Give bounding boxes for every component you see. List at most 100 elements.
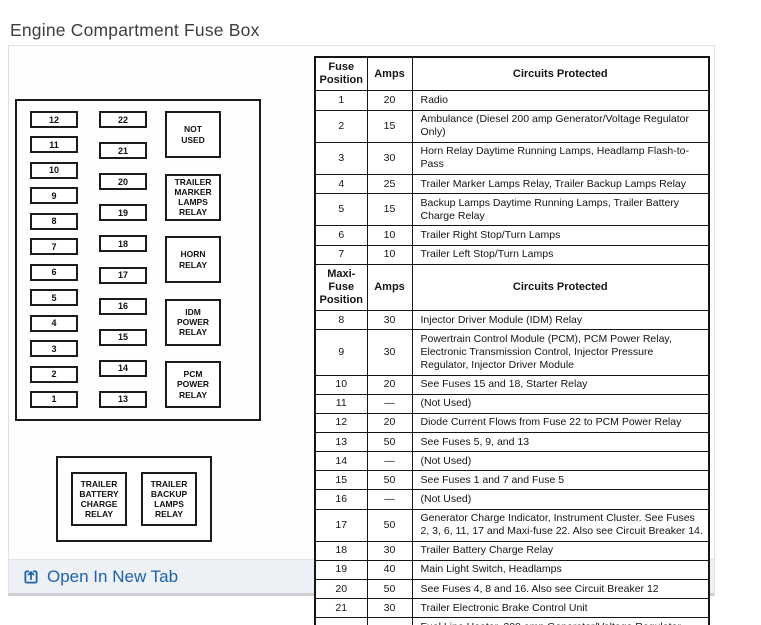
table-row: 22 20 Fuel Line Heater, 200 amp Generato… — [314, 617, 710, 625]
fuse-box: 15 — [99, 328, 147, 346]
trailer-relay-box: TRAILER BATTERY CHARGE RELAY TRAILER BACK… — [56, 456, 212, 542]
table-row: 5 15 Backup Lamps Daytime Running Lamps,… — [314, 193, 710, 227]
circuits-protected-header: Circuits Protected — [411, 263, 710, 312]
fuse-position-cell: 8 — [314, 310, 368, 331]
amps-cell: 10 — [366, 225, 413, 246]
table-row: 19 40 Main Light Switch, Headlamps — [314, 559, 710, 581]
circuits-cell: Diode Current Flows from Fuse 22 to PCM … — [411, 412, 710, 434]
table-row: 12 20 Diode Current Flows from Fuse 22 t… — [314, 412, 710, 434]
circuits-cell: Trailer Marker Lamps Relay, Trailer Back… — [411, 173, 710, 195]
fuse-position-cell: 18 — [314, 540, 368, 561]
fuse-box: 8 — [30, 212, 78, 230]
fuse-position-cell: 17 — [314, 508, 368, 542]
fuse-box: 10 — [30, 161, 78, 179]
amps-cell: 20 — [366, 617, 413, 625]
fuse-box: 9 — [30, 187, 78, 205]
fuse-position-cell: 22 — [314, 617, 368, 625]
fuse-box: 1 — [30, 390, 78, 408]
open-in-new-tab-label: Open In New Tab — [47, 566, 179, 586]
circuits-cell: Main Light Switch, Headlamps — [411, 559, 710, 581]
open-in-new-tab-icon — [22, 568, 40, 586]
table-row: 13 50 See Fuses 5, 9, and 13 — [314, 432, 710, 453]
fuse-box: 12 — [30, 111, 78, 128]
relay-box: HORN RELAY — [165, 236, 221, 283]
fuse-position-cell: 9 — [314, 329, 368, 376]
maxi-fuse-header-row: Maxi-Fuse Position Amps Circuits Protect… — [314, 263, 710, 312]
table-row: 6 10 Trailer Right Stop/Turn Lamps — [314, 225, 710, 246]
amps-cell: — — [366, 489, 413, 510]
fuse-box: 13 — [99, 390, 147, 408]
fuse-box: 17 — [99, 266, 147, 284]
amps-cell: 20 — [366, 374, 413, 395]
amps-cell: 30 — [366, 598, 413, 619]
relay-box: TRAILER BACKUP LAMPS RELAY — [141, 472, 197, 526]
fuse-box: 14 — [99, 359, 147, 377]
table-row: 8 30 Injector Driver Module (IDM) Relay — [314, 310, 710, 331]
fuse-position-cell: 16 — [314, 489, 368, 510]
circuits-cell: Generator Charge Indicator, Instrument C… — [411, 508, 710, 542]
fuse-box: 19 — [99, 204, 147, 222]
amps-cell: 15 — [366, 193, 413, 227]
maxi-fuse-position-header: Maxi-Fuse Position — [314, 263, 368, 312]
circuits-cell: (Not Used) — [411, 451, 710, 472]
amps-cell: — — [366, 393, 413, 414]
table-row: 2 15 Ambulance (Diesel 200 amp Generator… — [314, 109, 710, 143]
fuse-position-header: Fuse Position — [314, 56, 368, 92]
amps-cell: 15 — [366, 109, 413, 143]
table-row: 9 30 Powertrain Control Module (PCM), PC… — [314, 329, 710, 376]
amps-cell: 25 — [366, 173, 413, 195]
table-row: 21 30 Trailer Electronic Brake Control U… — [314, 598, 710, 619]
relay-box: NOT USED — [165, 111, 221, 158]
table-row: 7 10 Trailer Left Stop/Turn Lamps — [314, 244, 710, 265]
fuse-position-cell: 15 — [314, 470, 368, 491]
relay-box: TRAILER BATTERY CHARGE RELAY — [71, 472, 127, 526]
fuse-box: 5 — [30, 289, 78, 307]
table-header-row: Fuse Position Amps Circuits Protected — [314, 56, 710, 92]
circuits-cell: See Fuses 15 and 18, Starter Relay — [411, 374, 710, 395]
amps-cell: 30 — [366, 310, 413, 331]
fuse-box: 21 — [99, 142, 147, 160]
relay-box: IDM POWER RELAY — [165, 298, 221, 346]
fuse-position-cell: 2 — [314, 109, 368, 143]
page-title: Engine Compartment Fuse Box — [10, 20, 260, 40]
fuse-box: 11 — [30, 136, 78, 154]
amps-cell: — — [366, 451, 413, 472]
circuits-cell: Horn Relay Daytime Running Lamps, Headla… — [411, 141, 710, 176]
table-row: 1 20 Radio — [314, 90, 710, 111]
amps-header: Amps — [366, 263, 413, 312]
circuits-cell: Trailer Left Stop/Turn Lamps — [411, 244, 710, 265]
table-row: 18 30 Trailer Battery Charge Relay — [314, 540, 710, 561]
table-row: 10 20 See Fuses 15 and 18, Starter Relay — [314, 374, 710, 395]
circuits-cell: Trailer Right Stop/Turn Lamps — [411, 225, 710, 246]
circuits-cell: Fuel Line Heater, 200 amp Generator/Volt… — [411, 617, 710, 625]
table-row: 4 25 Trailer Marker Lamps Relay, Trailer… — [314, 173, 710, 195]
amps-cell: 50 — [366, 579, 413, 600]
table-row: 16 — (Not Used) — [314, 489, 710, 510]
circuits-cell: (Not Used) — [411, 393, 710, 414]
table-row: 20 50 See Fuses 4, 8 and 16. Also see Ci… — [314, 579, 710, 600]
fuse-position-cell: 19 — [314, 559, 368, 581]
circuits-cell: Backup Lamps Daytime Running Lamps, Trai… — [411, 193, 710, 227]
fuse-box: 7 — [30, 238, 78, 256]
amps-cell: 20 — [366, 412, 413, 434]
circuits-cell: See Fuses 1 and 7 and Fuse 5 — [411, 470, 710, 491]
amps-cell: 20 — [366, 90, 413, 111]
fuse-position-cell: 10 — [314, 374, 368, 395]
fuse-position-cell: 20 — [314, 579, 368, 600]
fuse-position-cell: 7 — [314, 244, 368, 265]
open-in-new-tab-link[interactable]: Open In New Tab — [22, 567, 178, 587]
fuse-box: 18 — [99, 235, 147, 253]
amps-cell: 40 — [366, 559, 413, 581]
circuits-cell: Trailer Electronic Brake Control Unit — [411, 598, 710, 619]
circuits-cell: Injector Driver Module (IDM) Relay — [411, 310, 710, 331]
fuse-position-cell: 5 — [314, 193, 368, 227]
amps-cell: 30 — [366, 329, 413, 376]
fuse-position-cell: 6 — [314, 225, 368, 246]
table-row: 11 — (Not Used) — [314, 393, 710, 414]
fuse-position-cell: 1 — [314, 90, 368, 111]
